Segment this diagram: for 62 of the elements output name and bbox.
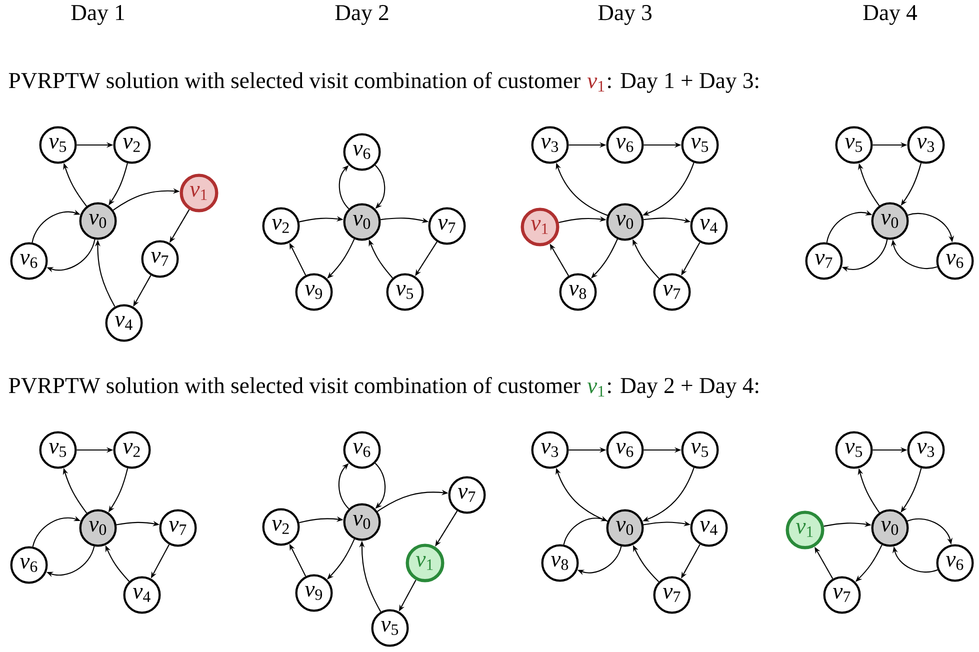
customer-label: v$_{1}$ (587, 382, 604, 396)
heading-text: : Day 1 + Day 3: (608, 72, 758, 93)
heading-text: PVRPTW solution with selected visit combination of customer (8, 377, 580, 394)
customer-node: v$_{6}$ (606, 126, 644, 164)
customer-node: v$_{5}$ (835, 431, 873, 469)
day-label: Day 1 (71, 5, 124, 25)
customer-node: v$_{1}$ (520, 208, 560, 246)
customer-node: v$_{6}$ (936, 544, 974, 582)
customer-node: v$_{7}$ (653, 576, 691, 614)
customer-node: v$_{6}$ (606, 431, 644, 469)
customer-node: v$_{5}$ (39, 431, 77, 469)
customer-node: v$_{4}$ (690, 207, 728, 245)
customer-node: v$_{7}$ (805, 242, 843, 280)
customer-node: v$_{5}$ (835, 126, 873, 164)
depot-node: v$_{0}$ (79, 509, 117, 547)
customer-node: v$_{9}$ (295, 273, 333, 311)
customer-node: v$_{7}$ (159, 509, 197, 547)
customer-node: v$_{1}$ (180, 174, 218, 212)
heading-text: PVRPTW solution with selected visit combination of customer (8, 72, 580, 88)
depot-node: v$_{0}$ (343, 203, 381, 241)
customer-node: v$_{8}$ (559, 273, 597, 311)
customer-node: v$_{8}$ (541, 544, 579, 582)
customer-node: v$_{1}$ (406, 544, 444, 582)
customer-node: v$_{5}$ (386, 273, 424, 311)
depot-node: v$_{0}$ (871, 509, 909, 547)
customer-node: v$_{4}$ (690, 509, 728, 547)
customer-node: v$_{7}$ (141, 240, 179, 278)
customer-node: v$_{3}$ (531, 126, 569, 164)
customer-node: v$_{5}$ (39, 126, 77, 164)
customer-node: v$_{2}$ (113, 431, 151, 469)
customer-node: v$_{5}$ (681, 126, 719, 164)
customer-node: v$_{6}$ (343, 133, 381, 171)
customer-node: v$_{7}$ (448, 476, 486, 514)
customer-node: v$_{3}$ (531, 431, 569, 469)
customer-node: v$_{2}$ (113, 126, 151, 164)
day-label: Day 4 (863, 5, 918, 25)
day-label: Day 3 (598, 5, 652, 25)
customer-node: v$_{1}$ (786, 510, 824, 550)
customer-node: v$_{4}$ (123, 576, 161, 614)
customer-node: v$_{2}$ (262, 207, 300, 245)
customer-node: v$_{5}$ (681, 431, 719, 469)
customer-label: v$_{1}$ (587, 78, 604, 92)
customer-node: v$_{7}$ (653, 273, 691, 311)
customer-node: v$_{6}$ (936, 242, 974, 280)
customer-node: v$_{3}$ (907, 126, 945, 164)
customer-node: v$_{9}$ (295, 574, 333, 612)
customer-node: v$_{6}$ (10, 242, 48, 280)
customer-node: v$_{6}$ (343, 431, 381, 469)
customer-node: v$_{2}$ (262, 508, 300, 546)
customer-node: v$_{5}$ (371, 609, 409, 647)
depot-node: v$_{0}$ (343, 503, 381, 541)
depot-node: v$_{0}$ (871, 202, 909, 240)
depot-node: v$_{0}$ (606, 203, 644, 241)
depot-node: v$_{0}$ (79, 202, 117, 240)
customer-node: v$_{7}$ (428, 207, 466, 245)
customer-node: v$_{7}$ (823, 576, 861, 614)
day-label: Day 2 (335, 5, 388, 25)
customer-node: v$_{6}$ (10, 546, 48, 584)
customer-node: v$_{4}$ (105, 304, 143, 342)
customer-node: v$_{3}$ (907, 431, 945, 469)
heading-text: : Day 2 + Day 4: (608, 378, 758, 398)
depot-node: v$_{0}$ (606, 509, 644, 547)
